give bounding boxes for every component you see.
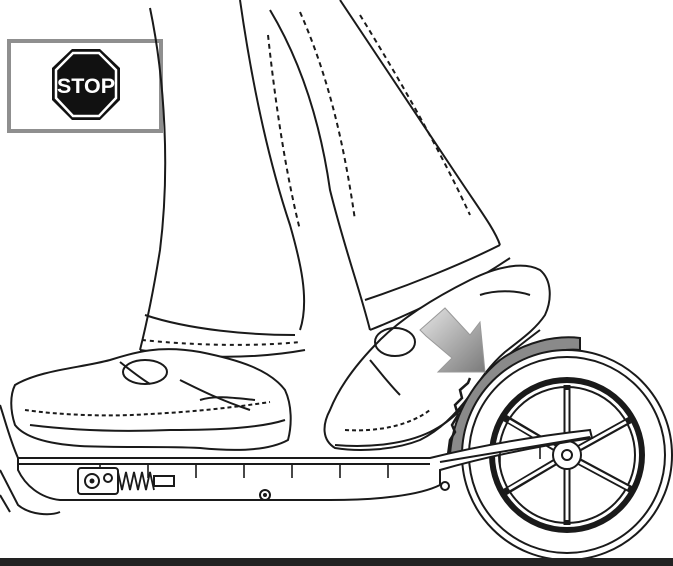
stop-sign-panel: STOP [9,41,161,131]
rear-shoe [11,349,290,450]
deck-screw [263,493,267,497]
stop-sign-label: STOP [57,75,115,98]
ground-baseline [0,558,673,566]
deck-screw [441,482,449,490]
stop-sign-icon: STOP [52,49,120,120]
rear-leg [140,0,305,357]
